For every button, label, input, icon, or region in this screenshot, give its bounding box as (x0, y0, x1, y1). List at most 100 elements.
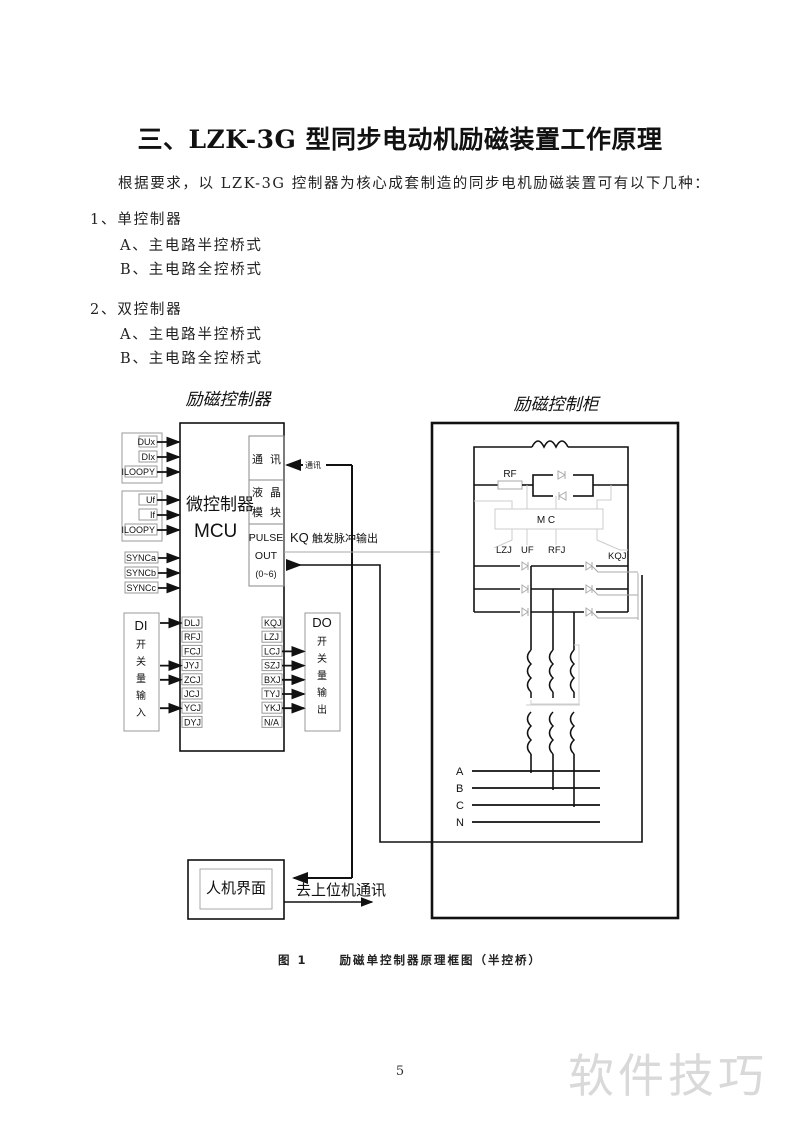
section-single-controller: 1、单控制器 (90, 212, 183, 228)
pulse-out-module (248, 523, 285, 587)
di-pin-zcj: ZCJ (160, 673, 203, 686)
pin-label: If (150, 510, 156, 520)
di-pin-jcj: JCJ (181, 687, 203, 700)
di-char: 输 (136, 689, 146, 702)
figure-number: 图 1 (278, 953, 308, 967)
bridge-row (474, 561, 638, 573)
comm-label-2: 讯 (270, 453, 281, 466)
pin-label: ZCJ (184, 675, 201, 685)
pulse-label: PULSE (249, 532, 283, 544)
watermark: 软件技巧 (568, 1049, 768, 1103)
di-char: 关 (136, 655, 146, 668)
phase-label-n: N (456, 817, 464, 829)
thyristor-icon (585, 561, 638, 573)
pin-box (261, 630, 283, 643)
do-pin-kqj: KQJ (261, 616, 283, 629)
hmi-box (187, 859, 285, 920)
do-pin-tyj: TYJ (261, 687, 306, 700)
di-pin-fcj: FCJ (181, 644, 203, 657)
pin-label: YKJ (264, 703, 281, 713)
transformer-secondary-coil-icon (569, 711, 576, 755)
diode-icon (521, 561, 529, 571)
relay-label-kqj: KQJ (608, 551, 627, 562)
di-pin-dlj: DLJ (160, 616, 203, 629)
analog-input-uf: Uf (138, 493, 181, 506)
pulse-range-label: (0~6) (255, 569, 276, 579)
pin-label: LCJ (264, 646, 280, 656)
pin-label: JCJ (184, 689, 200, 699)
pin-label: JYJ (184, 661, 199, 671)
section-dual-controller: 2、双控制器 (90, 302, 183, 318)
do-pin-szj: SZJ (261, 659, 306, 672)
pin-label: SYNCa (126, 553, 156, 563)
controller-title: 励磁控制器 (186, 390, 273, 410)
do-pin-na: N/A (261, 715, 283, 728)
lcd-char: 模 (252, 506, 263, 519)
analog-input-iloopy: ILOOPY (121, 523, 181, 536)
page-title: 三、LZK-3G 型同步电动机励磁装置工作原理 (137, 125, 663, 154)
pulse-output-line (300, 564, 643, 843)
pin-label: N/A (264, 717, 279, 727)
pin-label: DUx (138, 437, 156, 447)
field-winding-icon (531, 440, 569, 449)
sync-input-syncc: SYNCc (124, 581, 181, 594)
pin-label: BXJ (264, 675, 281, 685)
comm-small-label: 通讯 (305, 460, 321, 470)
rf-resistor-icon (497, 480, 523, 490)
gap (553, 470, 573, 480)
thyristor-icon (557, 491, 567, 501)
di-box (123, 612, 160, 732)
lcd-char: 块 (270, 506, 281, 519)
di-pin-ycj: YCJ (160, 701, 203, 714)
kq-label: KQ (290, 530, 309, 545)
rf-label: RF (503, 469, 516, 480)
di-pin-dyj: DYJ (181, 715, 203, 728)
pin-box (181, 687, 203, 700)
analog-input-iloopy: ILOOPY (121, 465, 181, 478)
phase-label-a: A (456, 766, 464, 778)
figure-caption: 图 1 励磁单控制器原理框图（半控桥） (278, 952, 542, 968)
do-char: 量 (317, 670, 327, 682)
pin-label: TYJ (264, 689, 280, 699)
sync-input-synca: SYNCa (124, 551, 181, 564)
do-char: 出 (317, 703, 327, 716)
pin-label: Uf (146, 495, 155, 505)
hmi-label: 人机界面 (206, 879, 266, 897)
do-char: 关 (317, 652, 327, 665)
do-pin-ykj: YKJ (261, 701, 306, 714)
option-half-bridge: A、主电路半控桥式 (120, 238, 263, 254)
transformer-primary-coil-icon (569, 649, 576, 693)
pulse-label: OUT (255, 550, 278, 562)
phase-label-c: C (456, 800, 464, 812)
pin-label: SYNCb (126, 568, 156, 578)
di-char: 入 (136, 708, 146, 719)
mc-block (494, 508, 604, 530)
di-pin-jyj: JYJ (160, 659, 203, 672)
field-wire (473, 446, 532, 612)
transformer-secondary-coil-icon (526, 711, 533, 755)
do-pin-lcj: LCJ (261, 644, 306, 657)
pin-label: DYJ (184, 717, 201, 727)
di-char: 开 (136, 640, 146, 651)
pin-label: ILOOPY (121, 525, 155, 535)
di-pin-rfj: RFJ (181, 630, 203, 643)
sync-input-syncb: SYNCb (124, 566, 181, 579)
analog-input-dix: DIx (138, 450, 181, 463)
diode-icon (521, 584, 529, 594)
do-char: 开 (317, 637, 327, 648)
di-char: 量 (136, 673, 146, 685)
analog-group-1 (121, 432, 163, 484)
transformer-secondary-coil-icon (548, 711, 555, 755)
di-title: DI (135, 618, 148, 633)
gap (553, 491, 573, 501)
upper-comm-label: 去上位机通讯 (296, 881, 386, 899)
figure-caption-text: 励磁单控制器原理框图（半控桥） (339, 953, 543, 967)
pin-box (181, 715, 203, 728)
pin-label: LZJ (264, 632, 279, 642)
option-half-bridge: A、主电路半控桥式 (120, 327, 263, 343)
pin-label: YCJ (184, 703, 201, 713)
transformer-primary-coil-icon (526, 649, 533, 693)
lcd-char: 晶 (270, 486, 281, 499)
analog-input-if: If (138, 508, 181, 521)
